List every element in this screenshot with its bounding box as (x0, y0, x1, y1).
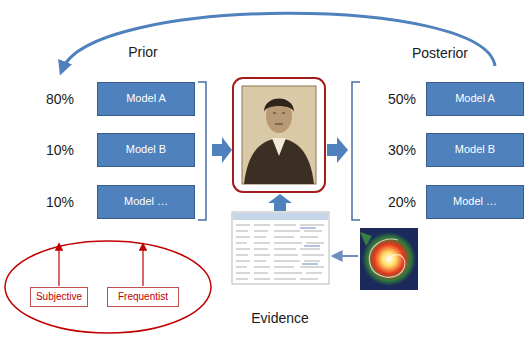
land-patch (360, 232, 372, 246)
model-box: Model … (426, 185, 524, 219)
hurricane-image (360, 228, 418, 290)
prior-source-box: Frequentist (107, 287, 179, 307)
source-arrow (58, 244, 59, 286)
box-text: Model … (124, 195, 168, 208)
block-arrow (327, 137, 348, 163)
image-caption: Evidence (251, 310, 309, 327)
evidence-table (232, 212, 329, 284)
table-links (300, 228, 320, 264)
block-arrow (212, 137, 232, 163)
probability-label: 10% (46, 142, 74, 159)
model-box: Model B (426, 133, 524, 167)
storm-spiral (369, 239, 404, 277)
probability-label: 30% (388, 142, 416, 159)
model-box: Model A (426, 82, 524, 116)
probability-label: 20% (388, 194, 416, 211)
model-box: Model B (97, 133, 195, 167)
portrait-ground (242, 86, 316, 184)
portrait-features (273, 113, 285, 124)
portrait-hair (264, 99, 294, 113)
data-arrow (333, 255, 358, 257)
portrait-collar (272, 138, 286, 156)
box-text: Frequentist (118, 291, 168, 303)
source-arrow (142, 244, 143, 286)
prior-source-box: Subjective (30, 287, 88, 307)
bayes-frame (233, 78, 325, 192)
column-heading: Posterior (412, 45, 468, 62)
block-arrow (268, 194, 292, 211)
box-text: Model B (126, 143, 166, 156)
box-text: Model … (453, 195, 497, 208)
box-text: Model A (455, 92, 495, 105)
prior-source-ellipse (5, 241, 211, 333)
box-text: Model B (455, 143, 495, 156)
table-header (233, 213, 328, 220)
model-box: Model … (97, 185, 195, 219)
box-text: Model A (126, 92, 166, 105)
probability-label: 50% (388, 91, 416, 108)
portrait-coat (244, 138, 314, 184)
bracket (352, 82, 360, 220)
feedback-arrow (62, 13, 495, 70)
box-text: Subjective (36, 291, 82, 303)
column-heading: Prior (128, 44, 158, 61)
bracket (198, 82, 206, 220)
table-sheet (232, 212, 329, 284)
satellite-ground (360, 228, 418, 290)
probability-label: 10% (46, 194, 74, 211)
table-rows (236, 225, 324, 279)
probability-label: 80% (46, 91, 74, 108)
storm-cloud (362, 232, 416, 286)
bayes-portrait (242, 86, 316, 184)
model-box: Model A (97, 82, 195, 116)
